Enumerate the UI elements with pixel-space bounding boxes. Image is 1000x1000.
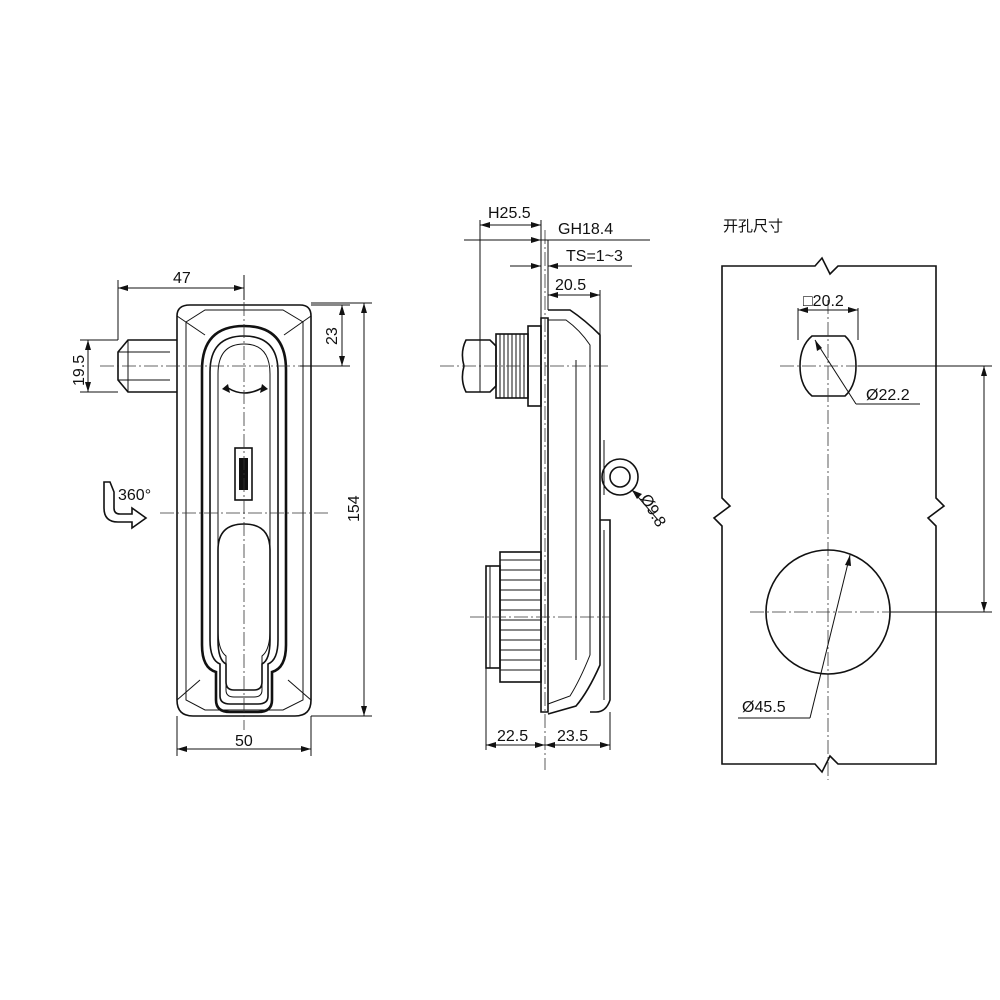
rotation-label: 360° — [118, 487, 151, 504]
cutout-view: 开孔尺寸 □20.2 Ø22.2 Ø45.5 — [712, 217, 992, 780]
dim-20-5-label: 20.5 — [555, 277, 586, 294]
dim-23-label: 23 — [324, 327, 341, 345]
dim-19-5-label: 19.5 — [71, 355, 88, 386]
dim-square-label: □20.2 — [803, 293, 844, 310]
dim-gh18-4-label: GH18.4 — [558, 221, 613, 238]
side-view: H25.5 GH18.4 TS=1~3 20.5 Ø9.8 22.5 23.5 — [440, 205, 669, 770]
dim-small-hole-label: Ø22.2 — [866, 387, 910, 404]
dim-ts-label: TS=1~3 — [566, 248, 623, 265]
dim-h25-5-label: H25.5 — [488, 205, 531, 222]
dim-23-5-label: 23.5 — [557, 728, 588, 745]
front-view: 47 19.5 23 154 50 360° — [71, 270, 372, 756]
side-cam — [461, 339, 497, 393]
dim-large-hole-label: Ø45.5 — [742, 699, 786, 716]
side-plate — [540, 317, 549, 713]
rotate-arrow-icon — [227, 387, 263, 394]
cutout-small-hole — [799, 335, 857, 397]
cutout-title: 开孔尺寸 — [723, 217, 783, 235]
rotation-360-icon — [103, 481, 148, 530]
dim-50-label: 50 — [235, 733, 253, 750]
cutout-panel — [712, 256, 946, 774]
dim-154-label: 154 — [346, 495, 363, 522]
side-hole-outer — [601, 458, 639, 496]
dim-47-label: 47 — [173, 270, 191, 287]
knurl-lines — [500, 559, 541, 671]
side-body-profile — [547, 309, 601, 715]
dim-22-5-label: 22.5 — [497, 728, 528, 745]
side-hole-inner — [609, 466, 631, 488]
dim-hole-label: Ø9.8 — [637, 492, 669, 531]
front-body-outline — [176, 304, 312, 717]
key-slot — [234, 447, 253, 501]
